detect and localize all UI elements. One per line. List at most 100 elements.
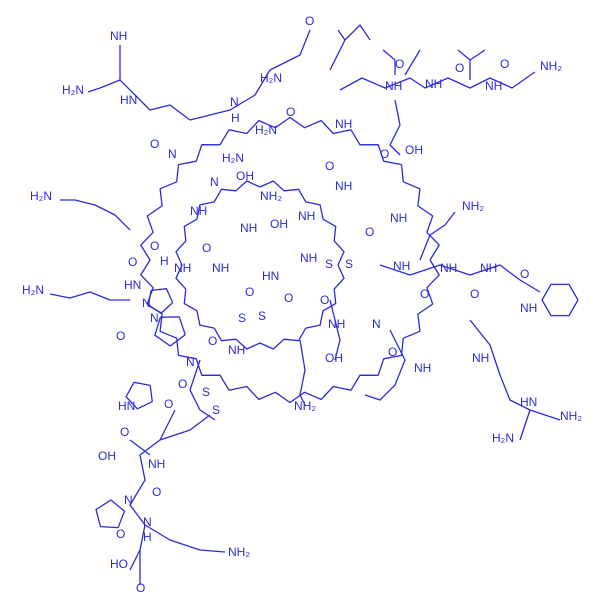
- atom-label: H₂N: [30, 189, 52, 203]
- atom-label: NH: [110, 29, 127, 43]
- bond: [329, 299, 341, 361]
- atom-label: O: [164, 397, 173, 411]
- atom-label: O: [320, 293, 329, 307]
- atom-label: OH: [325, 351, 343, 365]
- atom-label: NH: [485, 79, 502, 93]
- atom-label: N: [168, 147, 177, 161]
- atom-label: NH: [298, 209, 315, 223]
- atom-label: S: [345, 257, 353, 271]
- atom-label: N: [230, 95, 239, 109]
- atom-label: NH: [174, 261, 191, 275]
- atom-label: NH: [440, 261, 457, 275]
- atom-label: S: [325, 257, 333, 271]
- atom-label: O: [500, 57, 509, 71]
- bond: [339, 71, 536, 91]
- bond: [87, 79, 191, 121]
- bond: [49, 291, 130, 301]
- atom-label: O: [284, 291, 293, 305]
- atom-label: S: [258, 309, 266, 323]
- atom-label: O: [128, 255, 137, 269]
- atom-label: HN: [262, 269, 279, 283]
- atom-label: N: [210, 175, 219, 189]
- atom-label: NH₂: [540, 59, 562, 73]
- atom-label: O: [202, 241, 211, 255]
- atom-label: NH: [393, 259, 410, 273]
- bond: [147, 288, 174, 314]
- bond: [529, 409, 561, 421]
- atom-label: NH: [414, 361, 431, 375]
- atom-label: NH₂: [462, 199, 484, 213]
- atom-label: O: [116, 329, 125, 343]
- atom-label: H: [231, 111, 240, 125]
- atom-label: O: [420, 287, 429, 301]
- bond: [419, 211, 456, 261]
- atom-label: O: [520, 267, 529, 281]
- atom-label: S: [202, 385, 210, 399]
- atom-label: O: [150, 239, 159, 253]
- atom-label: H₂N: [62, 83, 84, 97]
- atom-label: O: [208, 334, 217, 348]
- atom-label: NH: [335, 117, 352, 131]
- atom-label: HN: [118, 399, 135, 413]
- atom-label: N: [186, 355, 195, 369]
- atom-label: O: [380, 147, 389, 161]
- bond: [469, 49, 486, 61]
- atom-label: NH₂: [294, 399, 316, 413]
- atom-label: HN: [120, 93, 137, 107]
- atom-label: O: [305, 14, 314, 28]
- bond: [159, 414, 211, 441]
- bond: [404, 49, 421, 76]
- bond: [129, 409, 226, 553]
- bond: [154, 316, 186, 347]
- bond: [382, 49, 396, 75]
- atom-label: H₂N: [260, 71, 282, 85]
- atom-label: NH: [335, 179, 352, 193]
- atom-label: NH: [472, 351, 489, 365]
- atom-label: O: [286, 105, 295, 119]
- bond: [389, 99, 401, 156]
- bonds: [49, 24, 579, 585]
- atom-label: OH: [236, 169, 254, 183]
- atom-label: NH: [212, 261, 229, 275]
- atom-labels: NH H₂N HN H N H₂N O O NH NH O NH O NH O …: [22, 14, 582, 595]
- atom-label: H₂N: [222, 151, 244, 165]
- atom-label: OH: [405, 143, 423, 157]
- bond: [329, 24, 371, 71]
- atom-label: NH: [190, 204, 207, 218]
- atom-label: NH₂: [228, 545, 250, 559]
- bond: [519, 279, 541, 293]
- bond: [140, 116, 440, 404]
- atom-label: NH: [390, 211, 407, 225]
- atom-label: NH₂: [260, 189, 282, 203]
- atom-label: O: [365, 225, 374, 239]
- atom-label: O: [325, 159, 334, 173]
- bond: [175, 180, 345, 350]
- atom-label: O: [470, 287, 479, 301]
- bond: [95, 499, 126, 529]
- atom-label: N: [372, 317, 381, 331]
- atom-label: N: [143, 515, 152, 529]
- bond: [379, 264, 521, 281]
- atom-label: S: [212, 403, 220, 417]
- atom-label: S: [238, 311, 246, 325]
- atom-label: NH: [425, 77, 442, 91]
- atom-label: OH: [98, 449, 116, 463]
- atom-label: N: [150, 311, 159, 325]
- atom-label: N: [124, 493, 133, 507]
- atom-label: NH: [240, 221, 257, 235]
- atom-label: O: [395, 57, 404, 71]
- atom-label: O: [150, 137, 159, 151]
- bond: [469, 319, 531, 411]
- atom-label: O: [455, 61, 464, 75]
- atom-label: N: [142, 296, 151, 310]
- bond: [337, 29, 346, 41]
- atom-label: O: [152, 485, 161, 499]
- bond: [60, 199, 131, 231]
- atom-label: HN: [520, 395, 537, 409]
- atom-label: NH: [480, 261, 497, 275]
- atom-label: O: [116, 527, 125, 541]
- bond: [189, 29, 311, 121]
- atom-label: H₂N: [492, 431, 514, 445]
- bond: [125, 381, 153, 410]
